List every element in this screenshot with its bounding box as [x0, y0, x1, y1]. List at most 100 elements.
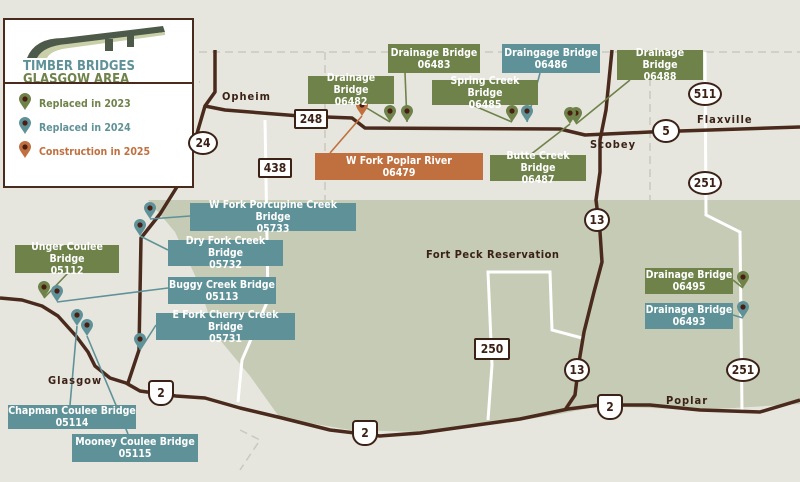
- callout-leader-line: [69, 325, 78, 406]
- bridge-id: 05115: [118, 448, 152, 460]
- callout-leader-line: [732, 314, 744, 319]
- bridge-logo: [27, 26, 165, 58]
- fort-peck-reservation: [148, 200, 800, 432]
- legend-item-replaced_2024: Replaced in 2024: [19, 117, 131, 138]
- bridge-id: 06486: [534, 58, 568, 71]
- bridge-name: Drainage Bridge: [645, 269, 733, 281]
- bridge-id: 06493: [672, 316, 706, 328]
- route-shield-250: 250: [474, 338, 510, 360]
- bridge-name: Spring Creek Bridge: [450, 74, 520, 99]
- map-pin-icon[interactable]: [38, 281, 50, 298]
- legend-item-construction_2025: Construction in 2025: [19, 141, 150, 162]
- map-pin-icon[interactable]: [81, 319, 93, 336]
- route-shield-2: 2: [352, 420, 378, 446]
- map-pin-icon[interactable]: [71, 309, 83, 326]
- map-pin-icon[interactable]: [144, 202, 156, 219]
- map-pin-icon[interactable]: [521, 105, 533, 122]
- map-pin-icon[interactable]: [134, 219, 146, 236]
- bridge-id: 06495: [672, 281, 706, 293]
- bridge-id: 05731: [209, 332, 242, 345]
- route-shield-248: 248: [294, 109, 328, 129]
- callout-leader-line: [329, 115, 363, 154]
- bridge-id: 06485: [468, 98, 502, 111]
- legend-title-line2: GLASGOW AREA: [23, 72, 130, 87]
- route-shield-251: 251: [688, 171, 722, 195]
- legend-title-line1: TIMBER BRIDGES: [23, 59, 135, 74]
- callout-leader-line: [56, 287, 169, 303]
- legend: TIMBER BRIDGES GLASGOW AREA Replaced in …: [3, 18, 194, 188]
- bridge-name: Drainage Bridge: [390, 46, 478, 59]
- bridge-name: W Fork Poplar River: [346, 154, 452, 167]
- legend-label: Replaced in 2024: [39, 121, 131, 134]
- callout-leader-line: [529, 123, 571, 156]
- map-pin-icon[interactable]: [134, 333, 146, 350]
- legend-item-replaced_2023: Replaced in 2023: [19, 93, 131, 114]
- bridge-name: E Fork Cherry Creek Bridge: [172, 308, 279, 333]
- route-shield-13: 13: [584, 208, 610, 232]
- map-pin-icon[interactable]: [737, 271, 749, 288]
- town-label: Opheim: [222, 90, 271, 103]
- legend-label: Construction in 2025: [39, 145, 151, 158]
- callout-leader-line: [575, 79, 631, 125]
- map-pin-icon[interactable]: [564, 107, 576, 124]
- bridge-id: 05112: [50, 265, 84, 277]
- route-shield-438: 438: [258, 158, 292, 178]
- town-label: Flaxville: [697, 113, 753, 126]
- route-shield-2: 2: [148, 380, 174, 406]
- map-pin-icon: [19, 141, 39, 162]
- callout-leader-line: [139, 235, 169, 251]
- bridge-name: Drainage Bridge: [635, 47, 685, 71]
- bridge-name: Buggy Creek Bridge: [169, 278, 275, 291]
- map-pin-icon: [19, 117, 39, 138]
- route-shield-13: 13: [564, 358, 590, 382]
- map-pin-icon[interactable]: [737, 301, 749, 318]
- bridge-id: 06482: [334, 96, 368, 108]
- map-pin-icon: [19, 93, 39, 114]
- bridge-name: Butte Creek Bridge: [506, 150, 570, 174]
- map-pin-icon[interactable]: [384, 105, 396, 122]
- callout-leader-line: [732, 279, 744, 289]
- bridge-id: 05113: [205, 290, 239, 303]
- legend-label: Replaced in 2023: [39, 97, 131, 110]
- bridge-id: 06488: [643, 71, 677, 83]
- bridge-name: Dry Fork Creek Bridge: [185, 235, 266, 259]
- bridge-id: 05733: [256, 223, 290, 235]
- map-pin-icon[interactable]: [401, 105, 413, 122]
- bridge-id: 06487: [521, 174, 555, 186]
- bridge-pins[interactable]: [38, 99, 749, 350]
- bridge-id: 05114: [55, 417, 89, 429]
- bridge-name: Mooney Coulee Bridge: [75, 436, 195, 448]
- map-pin-icon[interactable]: [51, 285, 63, 302]
- reservation-label: Fort Peck Reservation: [426, 248, 560, 261]
- bridge-name: Drainage Bridge: [645, 304, 733, 316]
- bridge-name: Unger Coulee Bridge: [31, 241, 103, 265]
- route-shield-5: 5: [652, 119, 680, 143]
- highway-248-road: [204, 104, 800, 137]
- bridge-name: Drainage Bridge: [326, 72, 376, 96]
- bridge-name: W Fork Porcupine Creek Bridge: [209, 199, 337, 223]
- town-label: Poplar: [666, 394, 709, 407]
- legend-divider: [5, 82, 192, 84]
- map-pin-icon[interactable]: [506, 105, 518, 122]
- bridge-name: Chapman Coulee Bridge: [8, 405, 136, 417]
- town-label: Glasgow: [48, 374, 103, 387]
- route-shield-251: 251: [726, 358, 760, 382]
- bridge-id: 06483: [417, 58, 451, 71]
- bridge-id: 06479: [382, 166, 416, 179]
